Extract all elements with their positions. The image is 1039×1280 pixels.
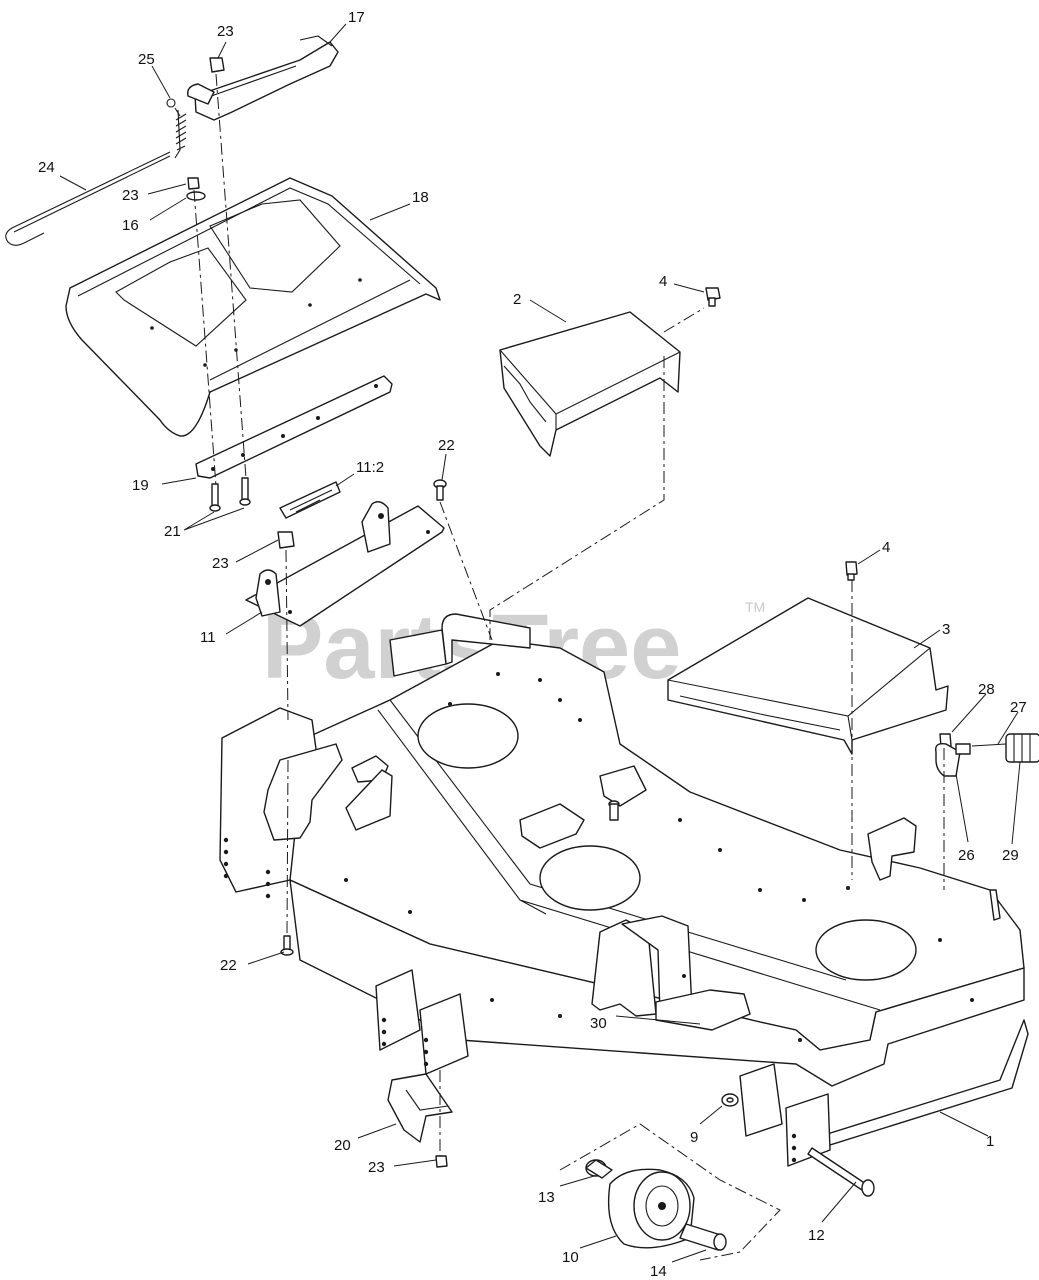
part-1-deck	[219, 613, 1029, 1167]
callout-26: 26	[958, 847, 975, 864]
callout-11-2: 11:2	[356, 459, 384, 476]
part-23-nut-plate	[277, 531, 295, 549]
callout-4-right: 4	[882, 539, 890, 556]
callout-14: 14	[650, 1263, 667, 1280]
callout-23-washer: 23	[122, 187, 139, 204]
part-25-spring	[166, 98, 187, 159]
part-10-wheel	[607, 1168, 695, 1249]
part-21-bolts	[209, 477, 251, 512]
callout-17: 17	[348, 9, 365, 26]
callout-10: 10	[562, 1249, 579, 1266]
part-20-bracket	[387, 1073, 453, 1143]
part-4-bolt-top	[705, 287, 721, 307]
callout-1: 1	[986, 1133, 994, 1150]
callout-22-bottom: 22	[220, 957, 237, 974]
part-9-bushing	[721, 1093, 739, 1107]
part-17-bracket	[187, 35, 339, 121]
callout-29: 29	[1002, 847, 1019, 864]
part-27-hose	[971, 743, 1007, 747]
part-23-nut-top	[209, 57, 225, 73]
part-23-nut-washer	[186, 177, 206, 201]
callout-23-bottom: 23	[368, 1159, 385, 1176]
part-11-2-decal	[279, 481, 341, 519]
callout-2: 2	[513, 291, 521, 308]
part-18-shield	[65, 177, 441, 437]
callouts: 23 17 25 24 23 16 18 2 4 22 11:2 19 21 2…	[38, 9, 1027, 1280]
part-23-nut-bottom	[435, 1155, 448, 1168]
part-13-spacer	[585, 1159, 613, 1179]
leader-lines	[59, 23, 1021, 1263]
part-3-cover	[667, 597, 949, 755]
callout-24: 24	[38, 159, 55, 176]
part-11-plate	[245, 501, 445, 627]
part-22-bolt-top	[433, 479, 447, 501]
part-26-elbow	[935, 742, 971, 777]
alignment-lines	[193, 73, 945, 1261]
part-12-bolt	[807, 1147, 875, 1197]
callout-22-top: 22	[438, 437, 455, 454]
part-2-cover	[499, 311, 681, 457]
part-19-strap	[195, 375, 393, 479]
callout-23-plate: 23	[212, 555, 229, 572]
part-4-bolt-right	[845, 561, 858, 581]
part-24-rod	[5, 151, 171, 246]
callout-27: 27	[1010, 699, 1027, 716]
callout-25: 25	[138, 51, 155, 68]
callout-9: 9	[690, 1129, 698, 1146]
callout-28: 28	[978, 681, 995, 698]
watermark-trademark: TM	[745, 599, 765, 615]
part-22-bolt-bottom	[280, 935, 294, 956]
callout-19: 19	[132, 477, 149, 494]
callout-20: 20	[334, 1137, 351, 1154]
callout-3: 3	[942, 621, 950, 638]
callout-30: 30	[590, 1015, 607, 1032]
part-29-coupler	[1005, 733, 1039, 763]
callout-21: 21	[164, 523, 181, 540]
callout-23-top: 23	[217, 23, 234, 40]
callout-16: 16	[122, 217, 139, 234]
part-14-axle	[679, 1223, 727, 1251]
callout-13: 13	[538, 1189, 555, 1206]
callout-4-top: 4	[659, 273, 667, 290]
callout-12: 12	[808, 1227, 825, 1244]
callout-18: 18	[412, 189, 429, 206]
callout-11: 11	[200, 629, 216, 646]
